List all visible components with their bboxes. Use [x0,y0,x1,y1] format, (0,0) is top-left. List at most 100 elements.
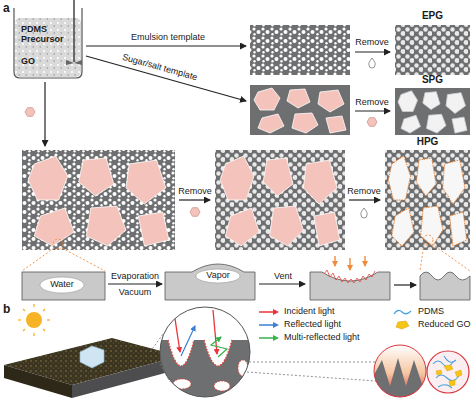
legend-sample [258,320,280,330]
light-trap-zoom [247,372,376,381]
beaker-node: PDMS PrecursorGO [18,20,70,76]
process-arrows [179,199,210,200]
legend-sample [259,337,274,339]
condition-label: Vacuum [119,287,151,297]
legend-sample [392,307,414,317]
template-icons [369,58,375,68]
cell-label: Water [40,279,84,289]
template-icons [25,108,35,117]
process-arrows [44,82,45,146]
zoom-leaders [22,235,470,271]
light-trap-zoom [427,351,469,393]
process-arrows [259,283,305,284]
step-label: Remove [355,37,389,47]
light-trap-zoom [181,326,195,356]
legend-sample [259,311,274,313]
foam-panels [395,88,470,135]
legend-sample [396,321,409,329]
foam-panels [398,91,467,133]
pore-formation-cells [420,272,470,300]
light-trap-zoom [158,340,252,400]
beaker [15,18,81,77]
pore-formation-cells [310,272,390,300]
legend-item: Reduced GO [392,319,471,330]
legend-label: Reflected light [284,319,341,329]
step-label: Remove [347,186,381,196]
beaker [66,60,82,65]
process-label: Emulsion template [131,32,205,42]
legend-item: PDMS [392,306,444,317]
foam-panel: EPG [395,8,470,75]
pore-cell: Water [22,268,105,300]
cell-label: Vapor [196,270,240,280]
step-label: Remove [178,186,212,196]
solar-scene [43,329,45,331]
light-trap-zoom [158,307,252,400]
solar-scene [4,365,72,398]
solar-scene [43,309,45,311]
zoom-leaders [22,248,54,271]
foam-panels [250,25,350,75]
light-trap-zoom [238,360,248,376]
legend-label: Incident light [284,306,335,316]
foam-panels [220,156,340,246]
pore-formation-cells [22,256,470,300]
foam-panels [22,25,470,250]
foam-panels [22,150,175,250]
light-trap-zoom [444,365,453,371]
legend-item: Reflected light [258,319,341,330]
panel-heading: SPG [395,74,470,86]
light-trap-zoom [436,370,442,375]
template-icons [190,208,200,217]
legend-label: PDMS [418,306,444,316]
beaker [73,0,75,62]
foam-panels [215,150,345,250]
solar-scene [23,329,25,331]
zoom-leaders [53,239,63,249]
solar-scene [23,309,25,311]
legend-sample [273,309,279,315]
pore-formation-cells [40,277,84,293]
foam-panels [250,25,350,75]
zoom-leaders [423,235,433,245]
step-label: Vent [274,271,292,281]
legend-sample [259,324,274,326]
process-arrow [108,283,162,284]
light-trap-zoom [449,380,455,386]
pore-formation-cells [22,272,105,300]
panel-heading: HPG [385,136,470,148]
light-trap-zoom [370,345,430,400]
foam-panels [250,85,350,135]
process-arrows [349,199,380,200]
light-trap-zoom [374,345,426,397]
foam-panels [22,150,175,250]
panel-letter: b [3,303,10,317]
foam-panels [395,25,470,75]
beaker [14,0,82,78]
process-arrows [394,284,416,285]
process-arrows [355,110,390,111]
foam-panel: SPG [395,72,470,135]
template-icons [367,118,377,127]
light-trap-zoom [455,370,462,377]
legend-item: Incident light [258,306,335,317]
foam-panels [385,150,470,250]
light-trap-zoom [173,379,191,389]
step-label: Remove [355,97,389,107]
zoom-leaders [62,248,105,271]
light-trap-zoom [436,375,459,381]
process-arrows [86,45,246,46]
zoom-leaders [420,244,424,271]
legend-sample [394,310,411,314]
legend-sample [258,307,280,317]
pore-formation-cells [334,256,335,266]
pore-cell: Vapor [165,268,255,300]
pore-formation-cells [349,258,350,270]
foam-panel: HPG [385,134,470,250]
solar-scene [26,312,42,328]
solar-scene [47,319,50,320]
light-trap-zoom [211,337,227,357]
